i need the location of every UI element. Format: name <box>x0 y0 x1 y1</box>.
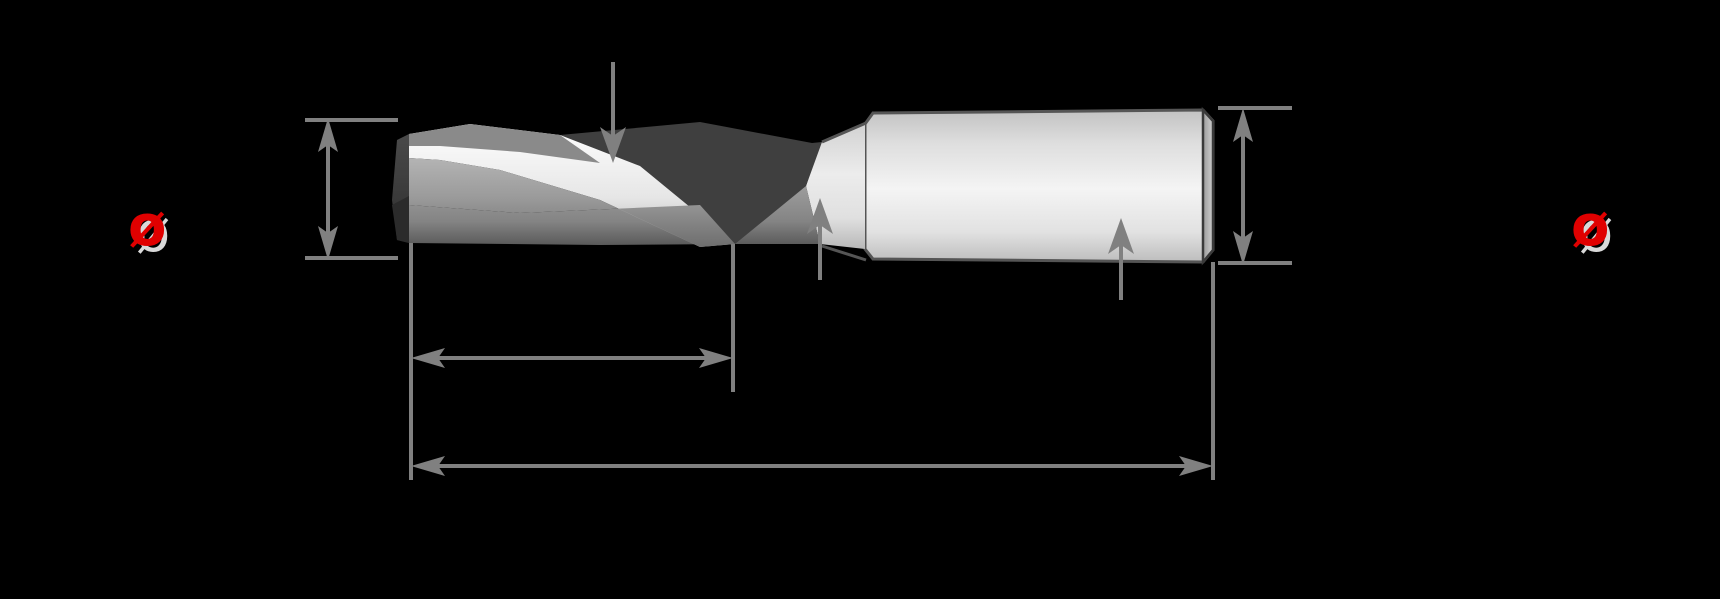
arrowhead-up <box>807 198 833 234</box>
neck-bottom-edge <box>821 244 867 262</box>
shank-outline <box>863 108 1215 264</box>
dim-flute-length <box>411 348 733 368</box>
phi-icon: ø <box>1571 194 1610 259</box>
cutting-edge-relief <box>392 196 409 243</box>
arrowhead-up <box>1233 108 1253 142</box>
leader-neck <box>807 198 833 280</box>
cutting-flutes <box>392 122 822 247</box>
cutting-diameter-symbol: ø ø <box>128 197 188 267</box>
flute-body-upper <box>409 124 600 163</box>
flute-gash-upper <box>560 122 822 244</box>
neck-top-edge <box>821 121 867 144</box>
arrowhead-down <box>1233 231 1253 265</box>
dim-shank-diameter <box>1233 108 1253 265</box>
tool-body <box>392 106 1215 266</box>
arrowhead-up <box>318 118 338 152</box>
shank-diameter-symbol: ø ø <box>1571 197 1631 267</box>
phi-shadow-icon: ø <box>1579 200 1614 265</box>
phi-shadow-icon: ø <box>136 200 171 265</box>
leader-shank <box>1108 218 1134 300</box>
arrowhead-down <box>318 226 338 260</box>
flute-body-mid <box>409 158 735 247</box>
dimension-layer <box>305 62 1292 480</box>
arrowhead-left <box>411 348 445 368</box>
arrowhead-right <box>699 348 733 368</box>
dim-cutting-diameter <box>318 118 338 260</box>
arrowhead-right <box>1179 456 1213 476</box>
phi-icon: ø <box>128 194 167 259</box>
leader-flute <box>600 62 626 163</box>
arrowhead-up <box>1108 218 1134 254</box>
dim-overall-length <box>411 456 1213 476</box>
arrowhead-left <box>411 456 445 476</box>
shank <box>863 106 1215 266</box>
shank-end-face <box>1201 106 1215 266</box>
arrowhead-down <box>600 127 626 163</box>
